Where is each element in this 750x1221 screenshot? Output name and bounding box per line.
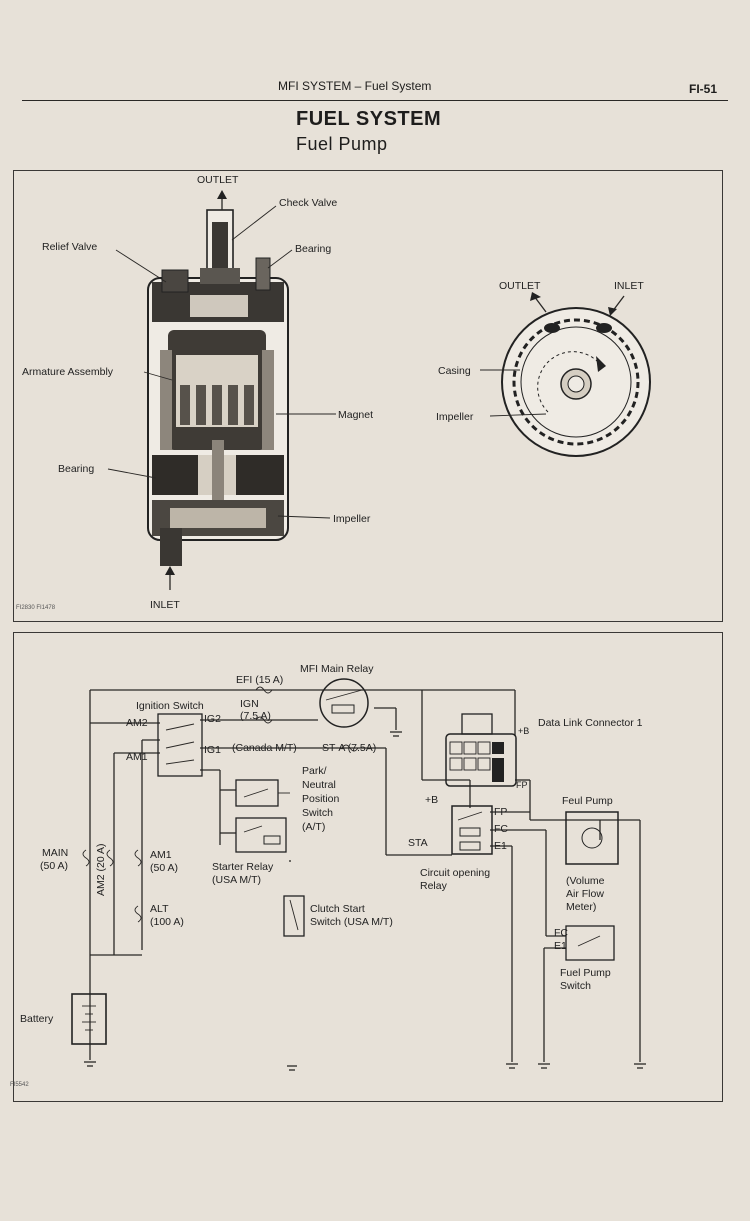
- battery: [71, 993, 107, 1045]
- label-mfi-main-relay: MFI Main Relay: [300, 663, 374, 675]
- detail-outlet: OUTLET: [499, 280, 541, 292]
- label-park-neutral-4: Switch: [302, 807, 333, 819]
- impeller-detail: [480, 292, 651, 457]
- label-am2-fuse: AM2 (20 A): [95, 843, 107, 896]
- label-am1-fuse-2: (50 A): [150, 862, 178, 874]
- label-afm-2: Air Flow: [566, 888, 604, 900]
- label-relay-fp: FP: [494, 806, 507, 818]
- label-canada: (Canada M/T): [232, 742, 297, 754]
- circuit-panel: [13, 632, 723, 1102]
- detail-casing: Casing: [438, 365, 471, 377]
- label-park-neutral-1: Park/: [302, 765, 327, 777]
- label-park-neutral-5: (A/T): [302, 821, 325, 833]
- figure-code-bottom: FI5542: [10, 1082, 29, 1088]
- data-link-connector: [445, 713, 517, 787]
- label-battery: Battery: [20, 1013, 54, 1025]
- park-neutral-switch: [235, 779, 290, 807]
- fuel-pump-switch: [565, 925, 615, 961]
- mfi-main-relay: [319, 678, 369, 728]
- ground-symbols: [84, 731, 646, 1071]
- label-park-neutral-3: Position: [302, 793, 340, 805]
- label-ig2: IG2: [204, 713, 221, 725]
- label-circuit-opening-relay-2: Relay: [420, 880, 448, 892]
- label-impeller: Impeller: [333, 513, 371, 525]
- label-am1: AM1: [126, 751, 148, 763]
- section-header: MFI SYSTEM – Fuel System: [278, 79, 432, 93]
- fuel-pump-motor: [565, 811, 619, 865]
- label-starter-relay-2: (USA M/T): [212, 874, 261, 886]
- label-am2: AM2: [126, 717, 148, 729]
- label-park-neutral-2: Neutral: [302, 779, 336, 791]
- page-subtitle: Fuel Pump: [296, 134, 388, 154]
- label-dlc-fp: FP: [516, 780, 528, 790]
- page-title: FUEL SYSTEM: [296, 108, 442, 130]
- label-alt-fuse-1: ALT: [150, 903, 169, 915]
- label-main-fuse-2: (50 A): [40, 860, 68, 872]
- detail-inlet: INLET: [614, 280, 644, 292]
- fuel-pump-panel: [13, 170, 723, 622]
- label-relay-e1: E1: [494, 840, 507, 852]
- label-fuel-pump-switch-2: Switch: [560, 980, 591, 992]
- detail-impeller: Impeller: [436, 411, 474, 423]
- pump-leader-lines: [107, 205, 336, 519]
- label-ignition-switch: Ignition Switch: [136, 700, 204, 712]
- label-sta-fuse: ST-A (7.5A): [322, 742, 376, 754]
- label-outlet: OUTLET: [197, 174, 239, 186]
- label-efi-fuse: EFI (15 A): [236, 674, 283, 686]
- label-alt-fuse-2: (100 A): [150, 916, 184, 928]
- page-number: FI-51: [689, 82, 718, 96]
- starter-relay: [235, 817, 287, 853]
- label-afm-fc: FC: [554, 927, 568, 939]
- label-relief-valve: Relief Valve: [42, 241, 97, 253]
- label-main-fuse-1: MAIN: [42, 847, 68, 859]
- label-am1-fuse-1: AM1: [150, 849, 172, 861]
- label-circuit-opening-relay-1: Circuit opening: [420, 867, 490, 879]
- top-rule: [22, 100, 728, 101]
- label-bearing-bottom: Bearing: [58, 463, 94, 475]
- label-inlet: INLET: [150, 599, 180, 611]
- label-ig1: IG1: [204, 744, 221, 756]
- label-check-valve: Check Valve: [279, 197, 337, 209]
- clutch-start-switch: [283, 895, 305, 937]
- figure-code-top: FI2830 FI1478: [16, 605, 56, 611]
- label-dlc-plus-b: +B: [518, 726, 529, 736]
- label-starter-relay-1: Starter Relay: [212, 861, 274, 873]
- label-afm-e1: E1: [554, 940, 567, 952]
- circuit-wires: [89, 689, 641, 1062]
- label-relay-plus-b: +B: [425, 794, 438, 806]
- fuel-pump-cross-section: [147, 190, 289, 590]
- circuit-opening-relay: [451, 805, 493, 855]
- label-clutch-start-2: Switch (USA M/T): [310, 916, 393, 928]
- label-sta: STA: [408, 837, 428, 849]
- label-fuel-pump: Feul Pump: [562, 795, 613, 807]
- label-clutch-start-1: Clutch Start: [310, 903, 365, 915]
- label-magnet: Magnet: [338, 409, 373, 421]
- label-data-link: Data Link Connector 1: [538, 717, 643, 729]
- label-afm-3: Meter): [566, 901, 596, 913]
- label-fuel-pump-switch-1: Fuel Pump: [560, 967, 611, 979]
- label-armature: Armature Assembly: [22, 366, 114, 378]
- label-bearing-top: Bearing: [295, 243, 331, 255]
- label-relay-fc: FC: [494, 823, 508, 835]
- ignition-switch: [157, 713, 203, 777]
- label-afm-1: (Volume: [566, 875, 605, 887]
- label-ign-fuse-2: (7.5 A): [240, 710, 271, 722]
- label-ign-fuse-1: IGN: [240, 698, 259, 710]
- fuses: [82, 686, 359, 923]
